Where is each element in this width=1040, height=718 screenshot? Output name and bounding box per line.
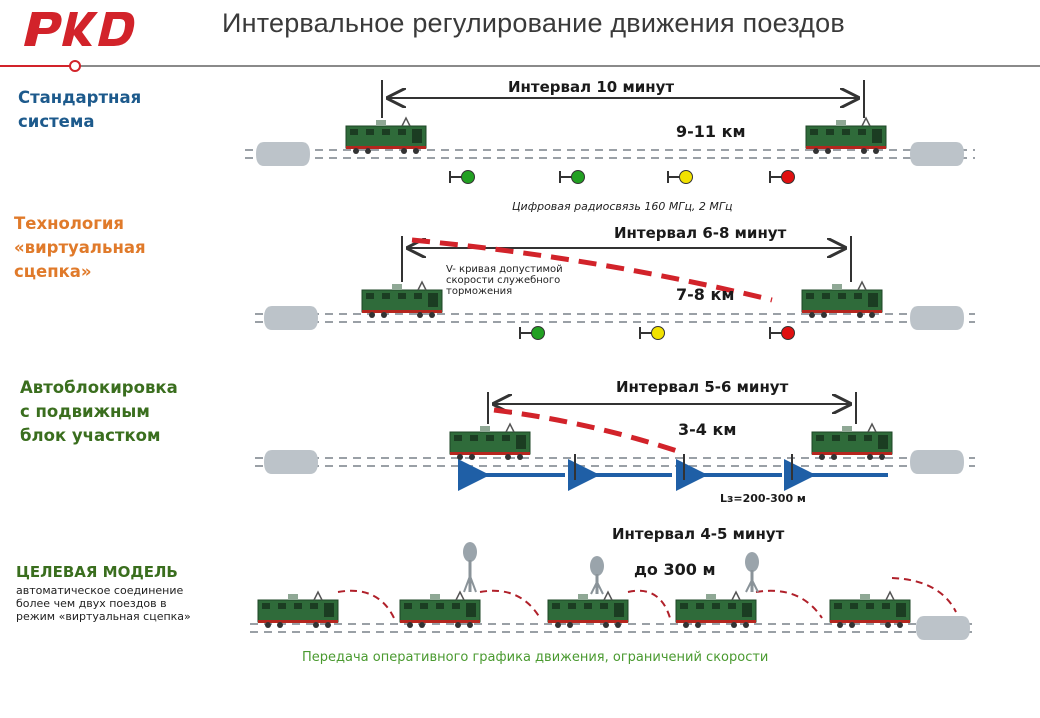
distance-label: 3-4 км xyxy=(678,420,737,439)
signal-green-icon xyxy=(519,326,545,340)
signal-red-icon xyxy=(769,326,795,340)
train-front xyxy=(801,281,883,319)
section-target-model-subtitle: автоматическое соединение более чем двух… xyxy=(16,584,191,623)
train-1 xyxy=(257,591,339,629)
track-moving-block xyxy=(255,450,975,474)
track-target-model xyxy=(250,616,978,640)
train-front xyxy=(805,117,887,155)
radio-tower-icon xyxy=(745,552,759,593)
section-target-model-title: ЦЕЛЕВАЯ МОДЕЛЬ xyxy=(16,563,178,581)
train-rear xyxy=(449,423,531,461)
signal-yellow-icon xyxy=(639,326,665,340)
train-5 xyxy=(829,591,911,629)
interval-label: Интервал 10 минут xyxy=(508,78,675,96)
train-3 xyxy=(547,591,629,629)
radio-tower-icon xyxy=(463,542,477,593)
section-moving-block-title: Автоблокировка с подвижным блок участком xyxy=(20,378,178,445)
rzd-logo xyxy=(24,12,135,46)
distance-label: 7-8 км xyxy=(676,285,735,304)
signal-yellow-icon xyxy=(667,170,693,184)
block-length-label: Lз=200-300 м xyxy=(720,492,806,505)
train-4 xyxy=(675,591,757,629)
title-divider xyxy=(0,60,1040,72)
interval-label: Интервал 5-6 минут xyxy=(616,378,789,396)
interval-label: Интервал 4-5 минут xyxy=(612,525,785,543)
target-model-caption: Передача оперативного графика движения, … xyxy=(302,650,769,665)
signal-green-icon xyxy=(449,170,475,184)
distance-label: до 300 м xyxy=(634,560,716,579)
train-front xyxy=(811,423,893,461)
signal-green-icon xyxy=(559,170,585,184)
train-rear xyxy=(345,117,427,155)
braking-curve xyxy=(411,237,773,303)
train-2 xyxy=(399,591,481,629)
section-standard-title: Стандартная система xyxy=(18,88,142,131)
coupling-arcs xyxy=(337,577,957,619)
radio-note: Цифровая радиосвязь 160 МГц, 2 МГц xyxy=(512,200,733,213)
page-title: Интервальное регулирование движения поез… xyxy=(222,8,845,38)
section-virtual-coupling-title: Технология «виртуальная сцепка» xyxy=(14,214,146,281)
distance-label: 9-11 км xyxy=(676,122,746,141)
radio-tower-icon xyxy=(590,556,604,595)
train-rear xyxy=(361,281,443,319)
braking-curve xyxy=(493,407,681,455)
signal-red-icon xyxy=(769,170,795,184)
track-virtual-coupling xyxy=(255,306,975,330)
interval-label: Интервал 6-8 минут xyxy=(614,224,787,242)
track-standard xyxy=(245,142,975,166)
braking-curve-note: V- кривая допустимой скорости служебного… xyxy=(446,264,563,297)
block-section-arrows xyxy=(458,454,888,491)
